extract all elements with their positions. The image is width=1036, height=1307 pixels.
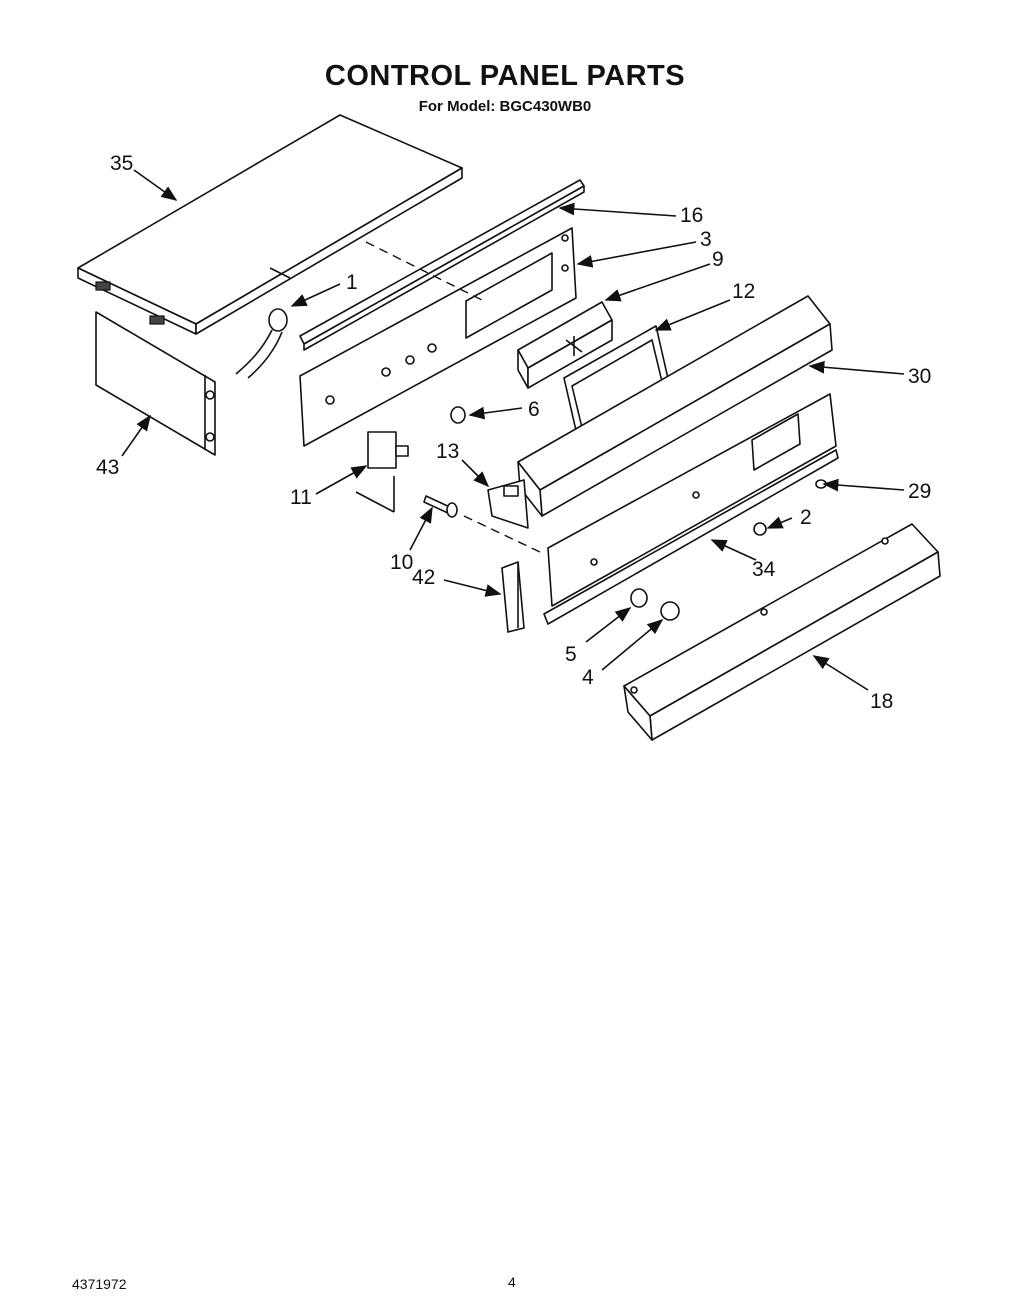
panel-trim-part [517, 295, 833, 517]
callout-1: 1 [346, 271, 358, 294]
leader-11 [315, 465, 368, 495]
leader-3 [576, 241, 697, 268]
switch-part [235, 308, 288, 379]
callout-2: 2 [800, 506, 812, 529]
leader-30 [808, 360, 905, 375]
callout-18: 18 [870, 690, 893, 713]
leader-2 [766, 516, 793, 529]
callout-16: 16 [680, 204, 703, 227]
lower-rail-part [623, 523, 941, 741]
leader-13 [461, 459, 490, 488]
callout-3: 3 [700, 228, 712, 251]
leader-6 [468, 406, 523, 420]
callout-5: 5 [565, 643, 577, 666]
callout-35: 35 [110, 152, 133, 175]
callout-11: 11 [290, 486, 312, 509]
front-panel-part [543, 393, 839, 625]
small-knob-part [450, 406, 466, 424]
leader-43 [121, 414, 151, 457]
alignment-line-a [463, 515, 541, 553]
callout-9: 9 [712, 248, 724, 271]
leader-18 [812, 655, 869, 691]
callout-10: 10 [390, 551, 413, 574]
leader-12 [654, 299, 731, 331]
diagram-title: CONTROL PANEL PARTS [324, 60, 686, 92]
display-module-part [517, 301, 613, 389]
callout-12: 12 [732, 280, 755, 303]
leader-1 [290, 283, 341, 307]
leader-5 [585, 607, 632, 643]
page-number: 4 [508, 1274, 516, 1290]
leader-9 [604, 263, 711, 302]
indicator-part [423, 495, 458, 518]
callout-43: 43 [96, 456, 119, 479]
leader-35 [133, 169, 178, 201]
bracket-part [501, 561, 525, 633]
side-panel-part [95, 311, 216, 456]
screw-part [753, 522, 767, 536]
callout-34: 34 [752, 558, 776, 581]
model-subtitle: For Model: BGC430WB0 [418, 98, 592, 115]
control-panel-part [299, 227, 577, 447]
top-cover-part [77, 114, 463, 335]
document-number: 4371972 [72, 1276, 127, 1292]
end-cap-part [487, 479, 529, 529]
callout-42: 42 [412, 566, 435, 589]
knob-part [630, 588, 680, 621]
leader-42 [443, 579, 502, 597]
trim-strip-part [299, 179, 585, 351]
callout-6: 6 [528, 398, 540, 421]
leader-10 [409, 506, 433, 551]
leader-4 [601, 618, 664, 671]
callout-13: 13 [436, 440, 459, 463]
leader-16 [558, 202, 677, 217]
callout-4: 4 [582, 666, 594, 689]
callout-29: 29 [908, 480, 931, 503]
thermostat-part [355, 431, 409, 513]
leader-29 [822, 478, 905, 492]
callout-30: 30 [908, 365, 931, 388]
leader-34 [710, 539, 757, 561]
alignment-line-b [365, 241, 483, 301]
